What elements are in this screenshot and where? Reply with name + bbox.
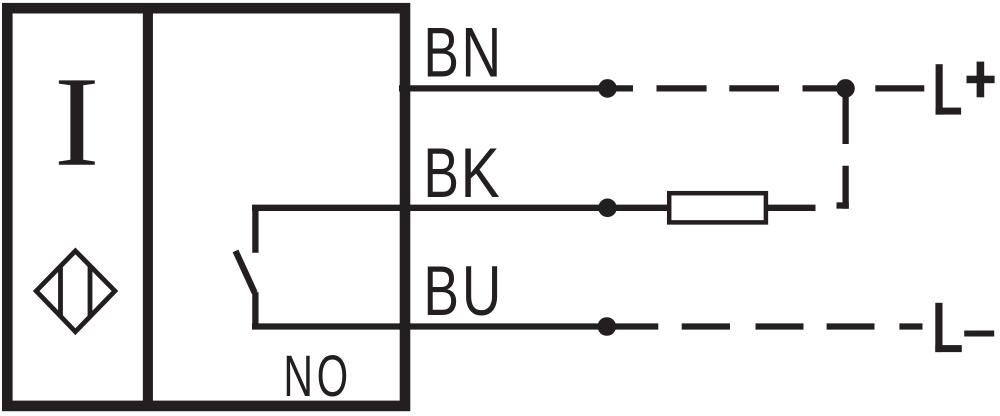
svg-text:B: B	[423, 252, 459, 331]
svg-text:K: K	[461, 133, 500, 212]
svg-text:I: I	[54, 50, 100, 193]
svg-text:O: O	[317, 342, 348, 408]
svg-text:U: U	[462, 252, 501, 330]
svg-text:N: N	[283, 342, 313, 408]
svg-text:B: B	[423, 134, 459, 213]
svg-text:N: N	[461, 14, 501, 92]
svg-text:B: B	[423, 13, 459, 92]
